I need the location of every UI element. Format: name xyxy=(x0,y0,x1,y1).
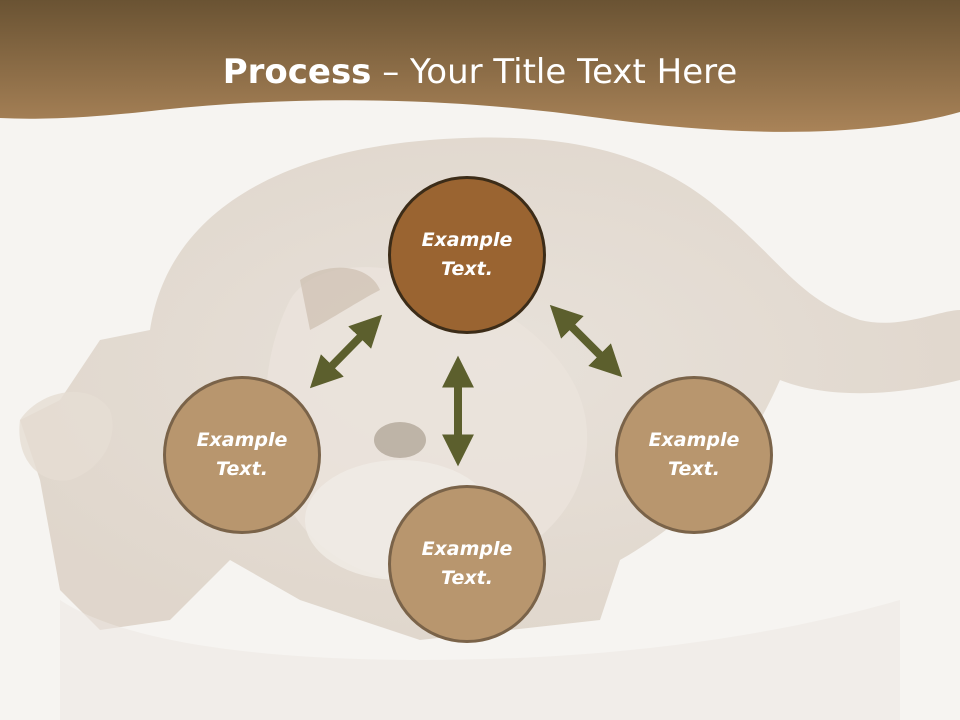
header-band xyxy=(0,0,960,132)
process-node-right-text: Example Text. xyxy=(648,429,740,480)
process-node-bottom: Example Text. xyxy=(388,485,546,643)
slide-title-bold: Process xyxy=(222,52,372,92)
slide-title-rest: – Your Title Text Here xyxy=(371,52,738,92)
arrow-left-top xyxy=(309,314,383,389)
slide-title: Process – Your Title Text Here xyxy=(0,52,960,92)
process-node-left-text: Example Text. xyxy=(196,429,288,480)
process-node-top: Example Text. xyxy=(388,176,546,334)
process-node-left: Example Text. xyxy=(163,376,321,534)
arrow-top-right xyxy=(549,304,623,378)
process-node-right: Example Text. xyxy=(615,376,773,534)
process-node-top-text: Example Text. xyxy=(421,229,513,280)
process-node-bottom-text: Example Text. xyxy=(421,538,513,589)
